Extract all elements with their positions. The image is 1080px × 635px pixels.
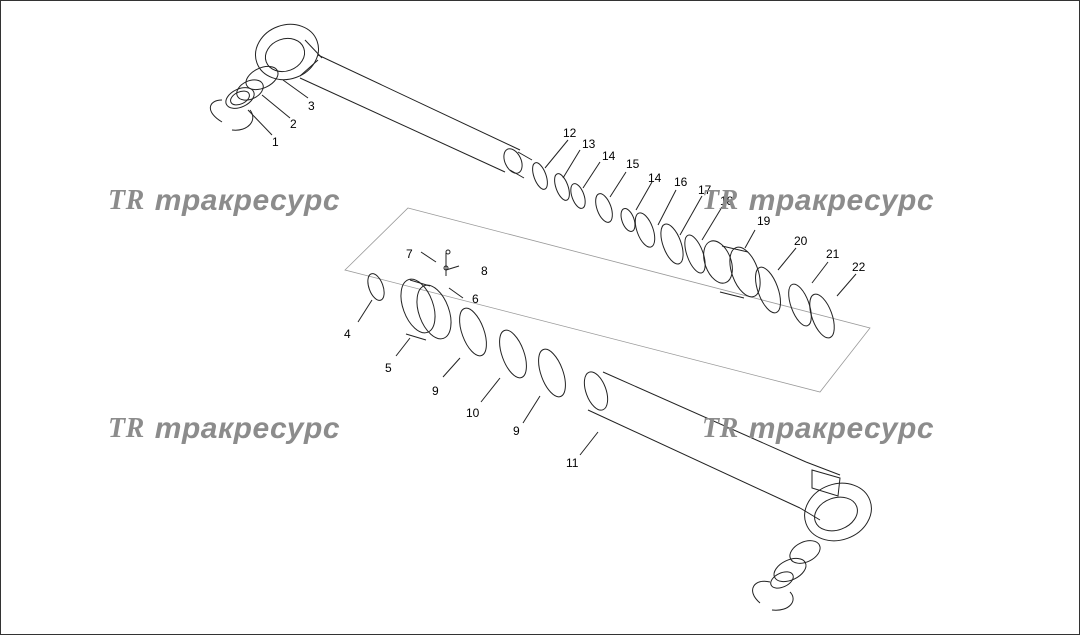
callout-22: 22: [852, 260, 866, 274]
callout-12: 12: [563, 126, 577, 140]
callout-10: 10: [466, 406, 480, 420]
callout-9a: 9: [432, 384, 439, 398]
watermark-top-right: TR тракресурс: [702, 184, 934, 218]
callout-14a: 14: [602, 149, 616, 163]
callout-11: 11: [566, 456, 579, 470]
cylinder-barrel: [583, 371, 872, 542]
callout-9b: 9: [513, 424, 520, 438]
watermark-logo: TR: [702, 185, 739, 216]
callout-19: 19: [757, 214, 771, 228]
callout-20: 20: [794, 234, 808, 248]
callout-21: 21: [826, 247, 840, 261]
watermark-bottom-right: TR тракресурс: [702, 412, 934, 446]
watermark-text: тракресурс: [154, 412, 341, 445]
piston-group: [367, 249, 566, 398]
callout-6: 6: [472, 292, 479, 306]
callout-labels: 1 2 3 4 5 6 7 8 9 10 9 11 12 13 14 15 14…: [272, 99, 866, 470]
callout-8: 8: [481, 264, 488, 278]
callout-3: 3: [308, 99, 315, 113]
callout-13: 13: [582, 137, 596, 151]
callout-17: 17: [698, 183, 712, 197]
callout-2: 2: [290, 117, 297, 131]
piston-seals-upper: [532, 162, 835, 339]
watermark-logo: TR: [108, 185, 145, 216]
watermark-logo: TR: [702, 413, 739, 444]
callout-15: 15: [626, 157, 640, 171]
leader-lines: [247, 79, 857, 456]
callout-4: 4: [344, 327, 351, 341]
watermark-logo: TR: [108, 413, 145, 444]
piston-rod: [255, 23, 533, 179]
callout-14b: 14: [648, 171, 662, 185]
callout-18: 18: [720, 194, 734, 208]
barrel-eye-parts: [752, 540, 821, 611]
watermark-bottom-left: TR тракресурс: [108, 412, 340, 446]
callout-16: 16: [674, 175, 688, 189]
callout-5: 5: [385, 361, 392, 375]
watermark-text: тракресурс: [154, 184, 341, 217]
callout-7: 7: [406, 247, 413, 261]
watermark-text: тракресурс: [748, 412, 935, 445]
rod-eye-parts: [209, 65, 279, 131]
callout-1: 1: [272, 135, 279, 149]
watermark-top-left: TR тракресурс: [108, 184, 340, 218]
assembly-outline: [344, 207, 871, 393]
watermark-text: тракресурс: [748, 184, 935, 217]
